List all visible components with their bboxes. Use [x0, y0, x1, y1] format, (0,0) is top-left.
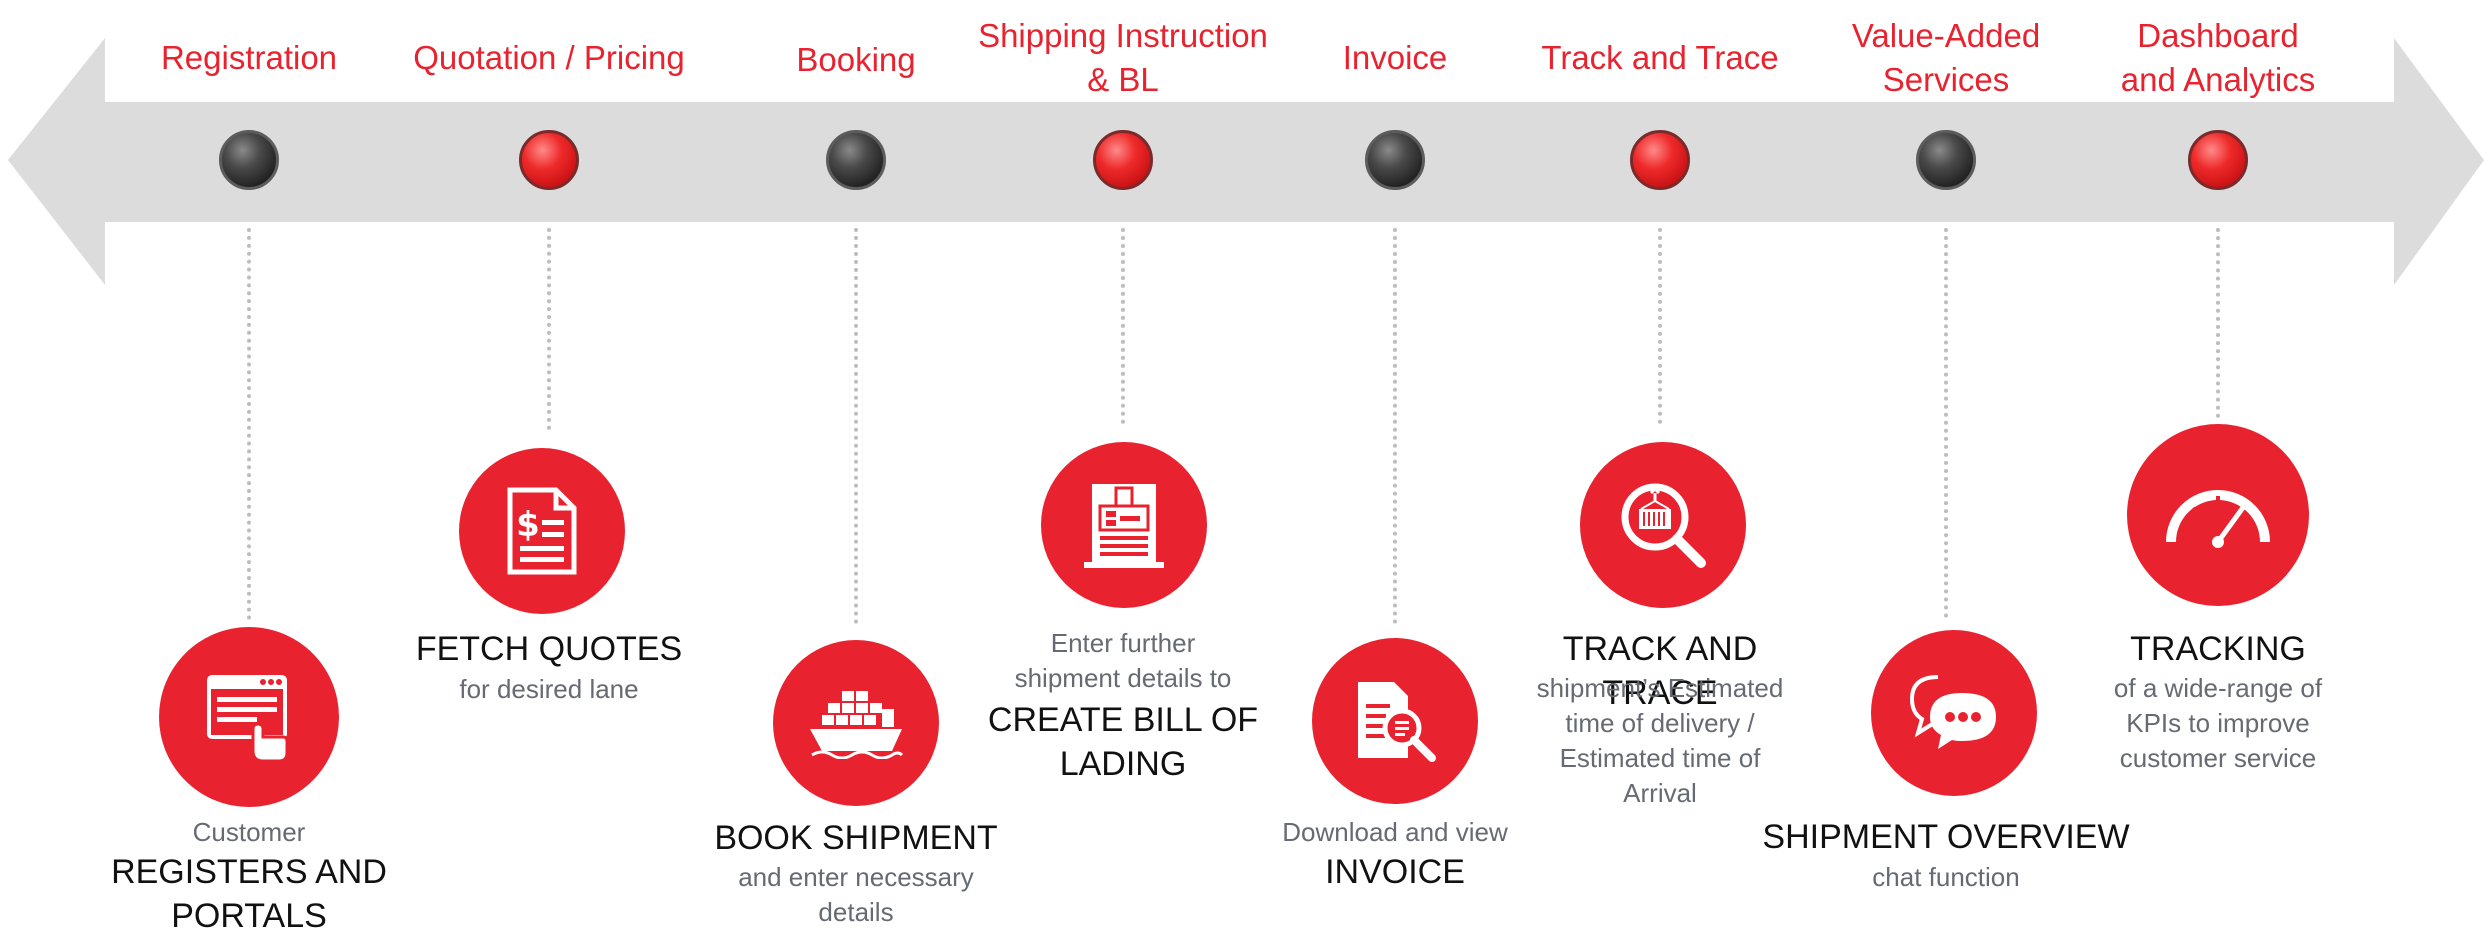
stage-icon-circle [2127, 424, 2309, 606]
stage-headline: SHIPMENT OVERVIEW [1762, 818, 2130, 856]
timeline-dot [826, 130, 886, 190]
bill-of-lading-icon [1084, 484, 1164, 568]
dotted-connector [1393, 228, 1397, 624]
price-document-icon: $ [507, 487, 577, 575]
stage-icon-circle [159, 627, 339, 807]
chat-bubbles-icon [1909, 675, 1996, 749]
stage-quotation-pricing: Quotation / Pricing $ FETCH QUOTES for d… [399, 0, 699, 937]
stage-headline: FETCH QUOTES [415, 630, 683, 668]
timeline-dot [519, 130, 579, 190]
dotted-connector [2216, 228, 2220, 418]
stage-icon-circle [1871, 630, 2037, 796]
dotted-connector [1658, 228, 1662, 424]
stage-title: Track and Trace [1541, 39, 1779, 76]
stage-title: Invoice [1342, 39, 1448, 76]
stage-title: Quotation / Pricing [413, 39, 685, 76]
dotted-connector [854, 228, 858, 624]
stage-icon-circle [773, 640, 939, 806]
timeline-dot [2188, 130, 2248, 190]
stage-headline: BOOK SHIPMENT [714, 819, 998, 857]
stage-pre-text: Download and view [1282, 817, 1508, 847]
web-form-hand-icon [207, 675, 289, 763]
stage-title: Registration [160, 39, 338, 76]
invoice-search-icon [1358, 682, 1436, 762]
stage-icon-circle [1041, 442, 1207, 608]
stage-post-text: for desired lane [459, 674, 639, 704]
stage-icon-circle [1580, 442, 1746, 608]
stage-booking: Booking BOOK SHIPMENT and enter necessar… [706, 0, 1006, 937]
timeline-dot [1916, 130, 1976, 190]
cargo-ship-icon [810, 691, 904, 759]
stage-pre-text: Customer [192, 817, 306, 847]
svg-text:$: $ [516, 505, 540, 545]
stage-post-text: chat function [1872, 862, 2020, 892]
stage-invoice: Invoice Download and view INVOICE [1245, 0, 1545, 937]
dotted-connector [247, 228, 251, 620]
timeline-dot [219, 130, 279, 190]
stage-track-and-trace: Track and Trace TRACK AND TRACE shipment… [1510, 0, 1810, 937]
speedometer-icon [2166, 490, 2270, 548]
stage-headline: INVOICE [1325, 853, 1465, 891]
dotted-connector [1121, 228, 1125, 424]
container-magnifier-icon [1621, 483, 1706, 568]
dotted-connector [547, 228, 551, 430]
stage-headline: TRACK AND TRACE [1562, 630, 1758, 712]
stage-headline: TRACKING [2130, 630, 2306, 668]
timeline-dot [1630, 130, 1690, 190]
stage-title: Shipping Instruction& BL [978, 17, 1268, 98]
dotted-connector [1944, 228, 1948, 618]
timeline-dot [1093, 130, 1153, 190]
timeline-dot [1365, 130, 1425, 190]
stage-icon-circle: $ [459, 448, 625, 614]
stage-icon-circle [1312, 638, 1478, 804]
stage-title: Booking [796, 41, 916, 78]
